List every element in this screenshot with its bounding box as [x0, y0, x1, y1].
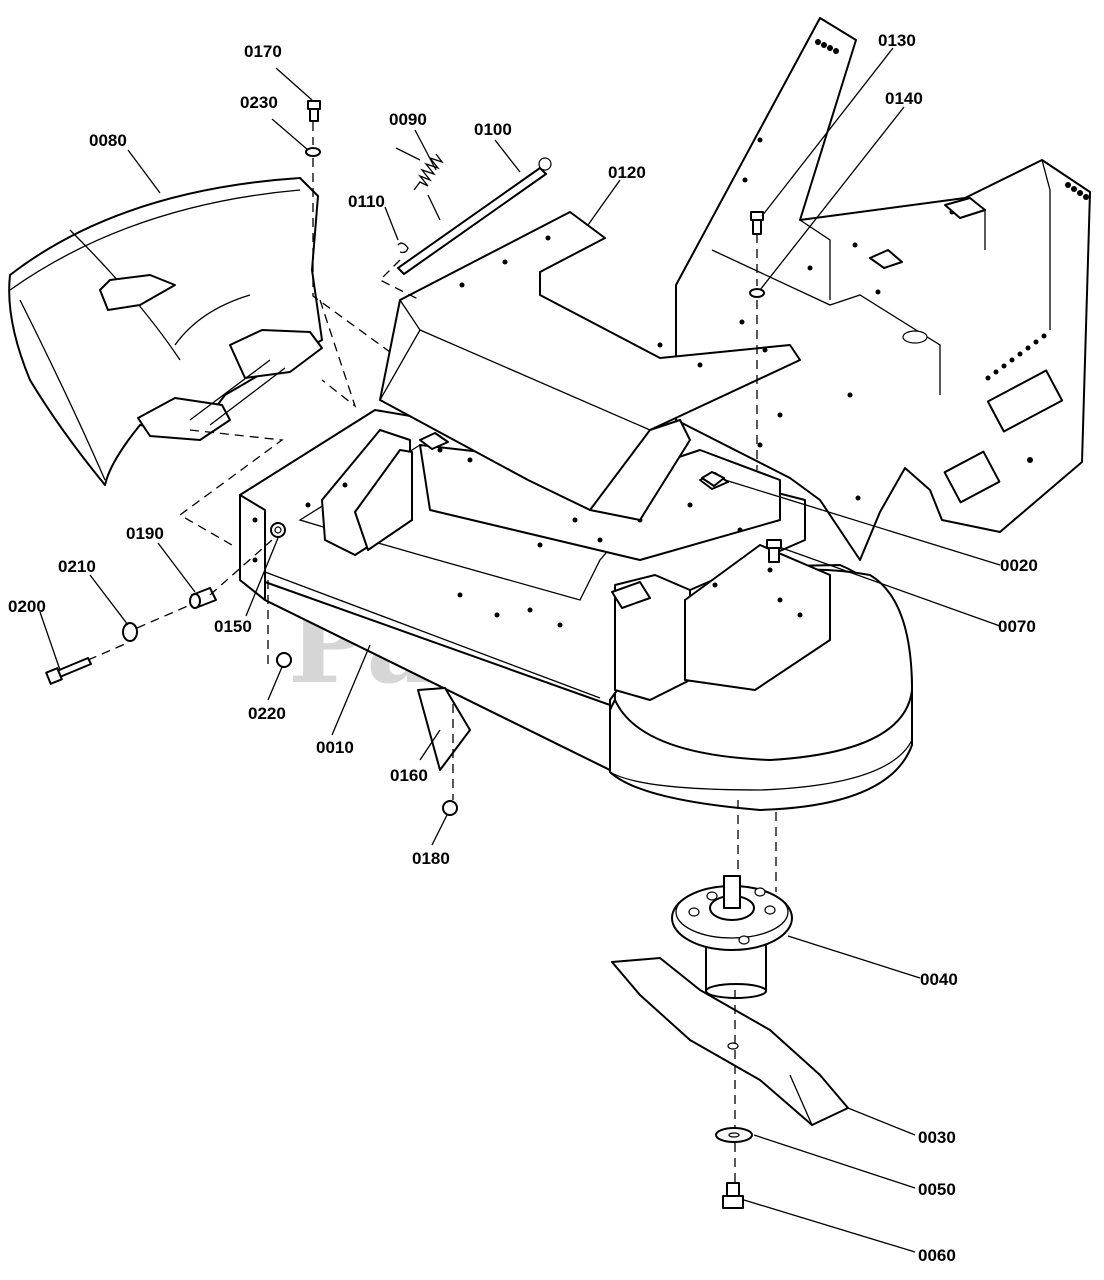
- deck-cover-plate[interactable]: [379, 211, 801, 521]
- bolt-0060[interactable]: [722, 1182, 744, 1209]
- mower-deck[interactable]: [239, 409, 913, 811]
- callout-0040: 0040: [920, 970, 958, 989]
- callout-0090: 0090: [389, 110, 427, 129]
- washer-0050[interactable]: [715, 1127, 753, 1143]
- callout-0030: 0030: [918, 1128, 956, 1147]
- callout-0200: 0200: [8, 597, 46, 616]
- discharge-chute[interactable]: [8, 177, 323, 486]
- callout-0070: 0070: [998, 617, 1036, 636]
- callout-0160: 0160: [390, 766, 428, 785]
- hairpin-clip[interactable]: [397, 242, 409, 254]
- leader-lines: [39, 47, 1001, 1253]
- callout-0060: 0060: [918, 1246, 956, 1265]
- callout-0080: 0080: [89, 131, 127, 150]
- callout-0190: 0190: [126, 524, 164, 543]
- callout-0150: 0150: [214, 617, 252, 636]
- assembly-lines: [87, 122, 777, 1183]
- callout-0050: 0050: [918, 1180, 956, 1199]
- rear-frame[interactable]: [675, 17, 1091, 561]
- washer-0230[interactable]: [305, 147, 321, 157]
- pivot-rod[interactable]: [397, 157, 552, 275]
- bolt-0130[interactable]: [750, 211, 764, 235]
- callout-0110: 0110: [348, 192, 385, 211]
- callout-labels: 0170 0230 0080 0090 0100 0110 0120 0130 …: [8, 31, 1038, 1265]
- nut-0220[interactable]: [276, 652, 292, 668]
- callout-0140: 0140: [885, 89, 923, 108]
- callout-0130: 0130: [878, 31, 916, 50]
- callout-0170: 0170: [244, 42, 282, 61]
- washer-0210[interactable]: [122, 622, 138, 642]
- callout-0230: 0230: [240, 93, 278, 112]
- callout-0220: 0220: [248, 704, 286, 723]
- nut-0020[interactable]: [701, 471, 725, 487]
- bolt-0170[interactable]: [307, 100, 321, 122]
- callout-0210: 0210: [58, 557, 96, 576]
- spacer-0190[interactable]: [189, 587, 217, 609]
- bolt-0200[interactable]: [45, 657, 92, 685]
- callout-0020: 0020: [1000, 556, 1038, 575]
- callout-0100: 0100: [474, 120, 512, 139]
- callout-0010: 0010: [316, 738, 354, 757]
- callout-0120: 0120: [608, 163, 646, 182]
- bolt-0070[interactable]: [766, 539, 782, 563]
- callout-0180: 0180: [412, 849, 450, 868]
- bracket-0160[interactable]: [417, 687, 471, 771]
- bushing-0150[interactable]: [270, 522, 286, 538]
- nut-0180[interactable]: [442, 800, 458, 816]
- spring-part[interactable]: [395, 147, 444, 221]
- spindle-assembly[interactable]: [671, 875, 793, 999]
- washer-0140[interactable]: [749, 288, 765, 298]
